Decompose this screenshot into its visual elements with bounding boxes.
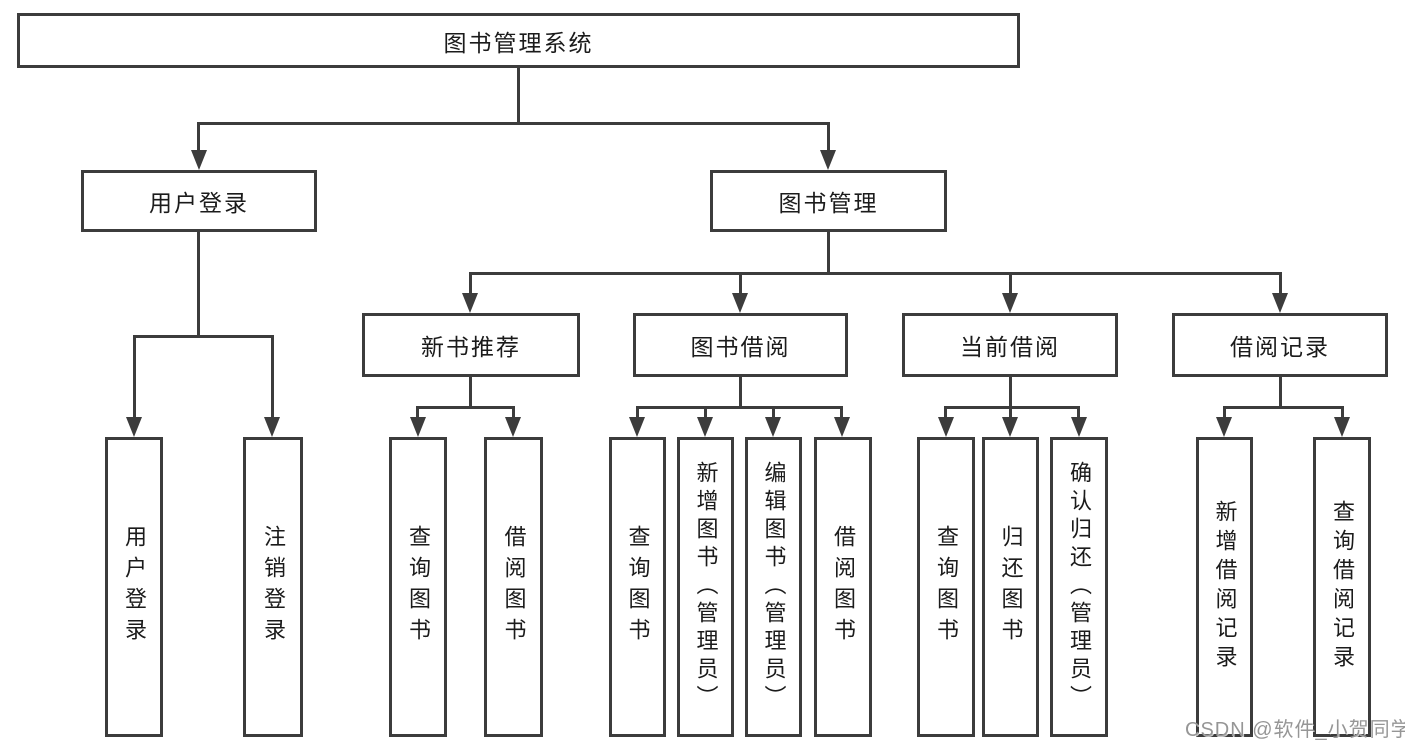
leaf-query-books-current: 查询图书 [917, 437, 975, 737]
arrowhead-icon [820, 150, 836, 170]
connector-line [197, 232, 200, 336]
connector-line [1223, 406, 1343, 409]
connector-line [1009, 406, 1012, 420]
leaf-edit-books-admin: 编辑图书（管理员） [745, 437, 802, 737]
arrowhead-icon [1071, 417, 1087, 437]
leaf-user-login: 用户登录 [105, 437, 163, 737]
leaf-return-books: 归还图书 [982, 437, 1039, 737]
connector-line [469, 377, 472, 407]
arrowhead-icon [697, 417, 713, 437]
arrowhead-icon [1272, 293, 1288, 313]
connector-line [739, 377, 742, 407]
connector-line [827, 232, 830, 274]
node-root: 图书管理系统 [17, 13, 1020, 68]
arrowhead-icon [732, 293, 748, 313]
arrowhead-icon [1002, 293, 1018, 313]
leaf-add-books-admin: 新增图书（管理员） [677, 437, 734, 737]
arrowhead-icon [410, 417, 426, 437]
arrowhead-icon [765, 417, 781, 437]
connector-line [512, 406, 515, 420]
connector-line [704, 406, 707, 420]
node-borrowing-records: 借阅记录 [1172, 313, 1388, 377]
arrowhead-icon [629, 417, 645, 437]
arrowhead-icon [1334, 417, 1350, 437]
connector-line [636, 406, 639, 420]
connector-line [416, 406, 515, 409]
node-book-management: 图书管理 [710, 170, 947, 232]
leaf-query-books-borrowing: 查询图书 [609, 437, 666, 737]
connector-line [840, 406, 843, 420]
connector-line [1223, 406, 1226, 420]
connector-line [1009, 272, 1012, 295]
connector-line [271, 335, 274, 419]
arrowhead-icon [1216, 417, 1232, 437]
leaf-add-borrow-record: 新增借阅记录 [1196, 437, 1253, 737]
node-current-borrowing: 当前借阅 [902, 313, 1118, 377]
arrowhead-icon [505, 417, 521, 437]
connector-line [197, 122, 200, 153]
arrowhead-icon [462, 293, 478, 313]
arrowhead-icon [938, 417, 954, 437]
arrowhead-icon [1002, 417, 1018, 437]
connector-line [772, 406, 775, 420]
leaf-query-books-recommend: 查询图书 [389, 437, 447, 737]
connector-line [944, 406, 947, 420]
connector-line [636, 406, 842, 409]
connector-line [1009, 377, 1012, 407]
connector-line [469, 272, 472, 295]
leaf-borrow-books-recommend: 借阅图书 [484, 437, 543, 737]
connector-line [197, 122, 830, 125]
leaf-logout: 注销登录 [243, 437, 303, 737]
arrowhead-icon [126, 417, 142, 437]
connector-line [133, 335, 136, 419]
connector-line [416, 406, 419, 420]
connector-line [1279, 272, 1282, 295]
connector-line [1279, 377, 1282, 407]
connector-line [133, 335, 274, 338]
watermark: CSDN @软件_小贺同学 [1185, 719, 1405, 741]
arrowhead-icon [191, 150, 207, 170]
connector-line [517, 68, 520, 122]
connector-line [827, 122, 830, 153]
leaf-query-borrow-record: 查询借阅记录 [1313, 437, 1371, 737]
arrowhead-icon [264, 417, 280, 437]
node-book-borrowing: 图书借阅 [633, 313, 848, 377]
connector-line [1077, 406, 1080, 420]
connector-line [739, 272, 742, 295]
leaf-confirm-return-admin: 确认归还（管理员） [1050, 437, 1108, 737]
arrowhead-icon [834, 417, 850, 437]
connector-line [1341, 406, 1344, 420]
connector-line [469, 272, 1282, 275]
node-user-login: 用户登录 [81, 170, 317, 232]
node-new-book-recommend: 新书推荐 [362, 313, 580, 377]
leaf-borrow-books-borrowing: 借阅图书 [814, 437, 872, 737]
